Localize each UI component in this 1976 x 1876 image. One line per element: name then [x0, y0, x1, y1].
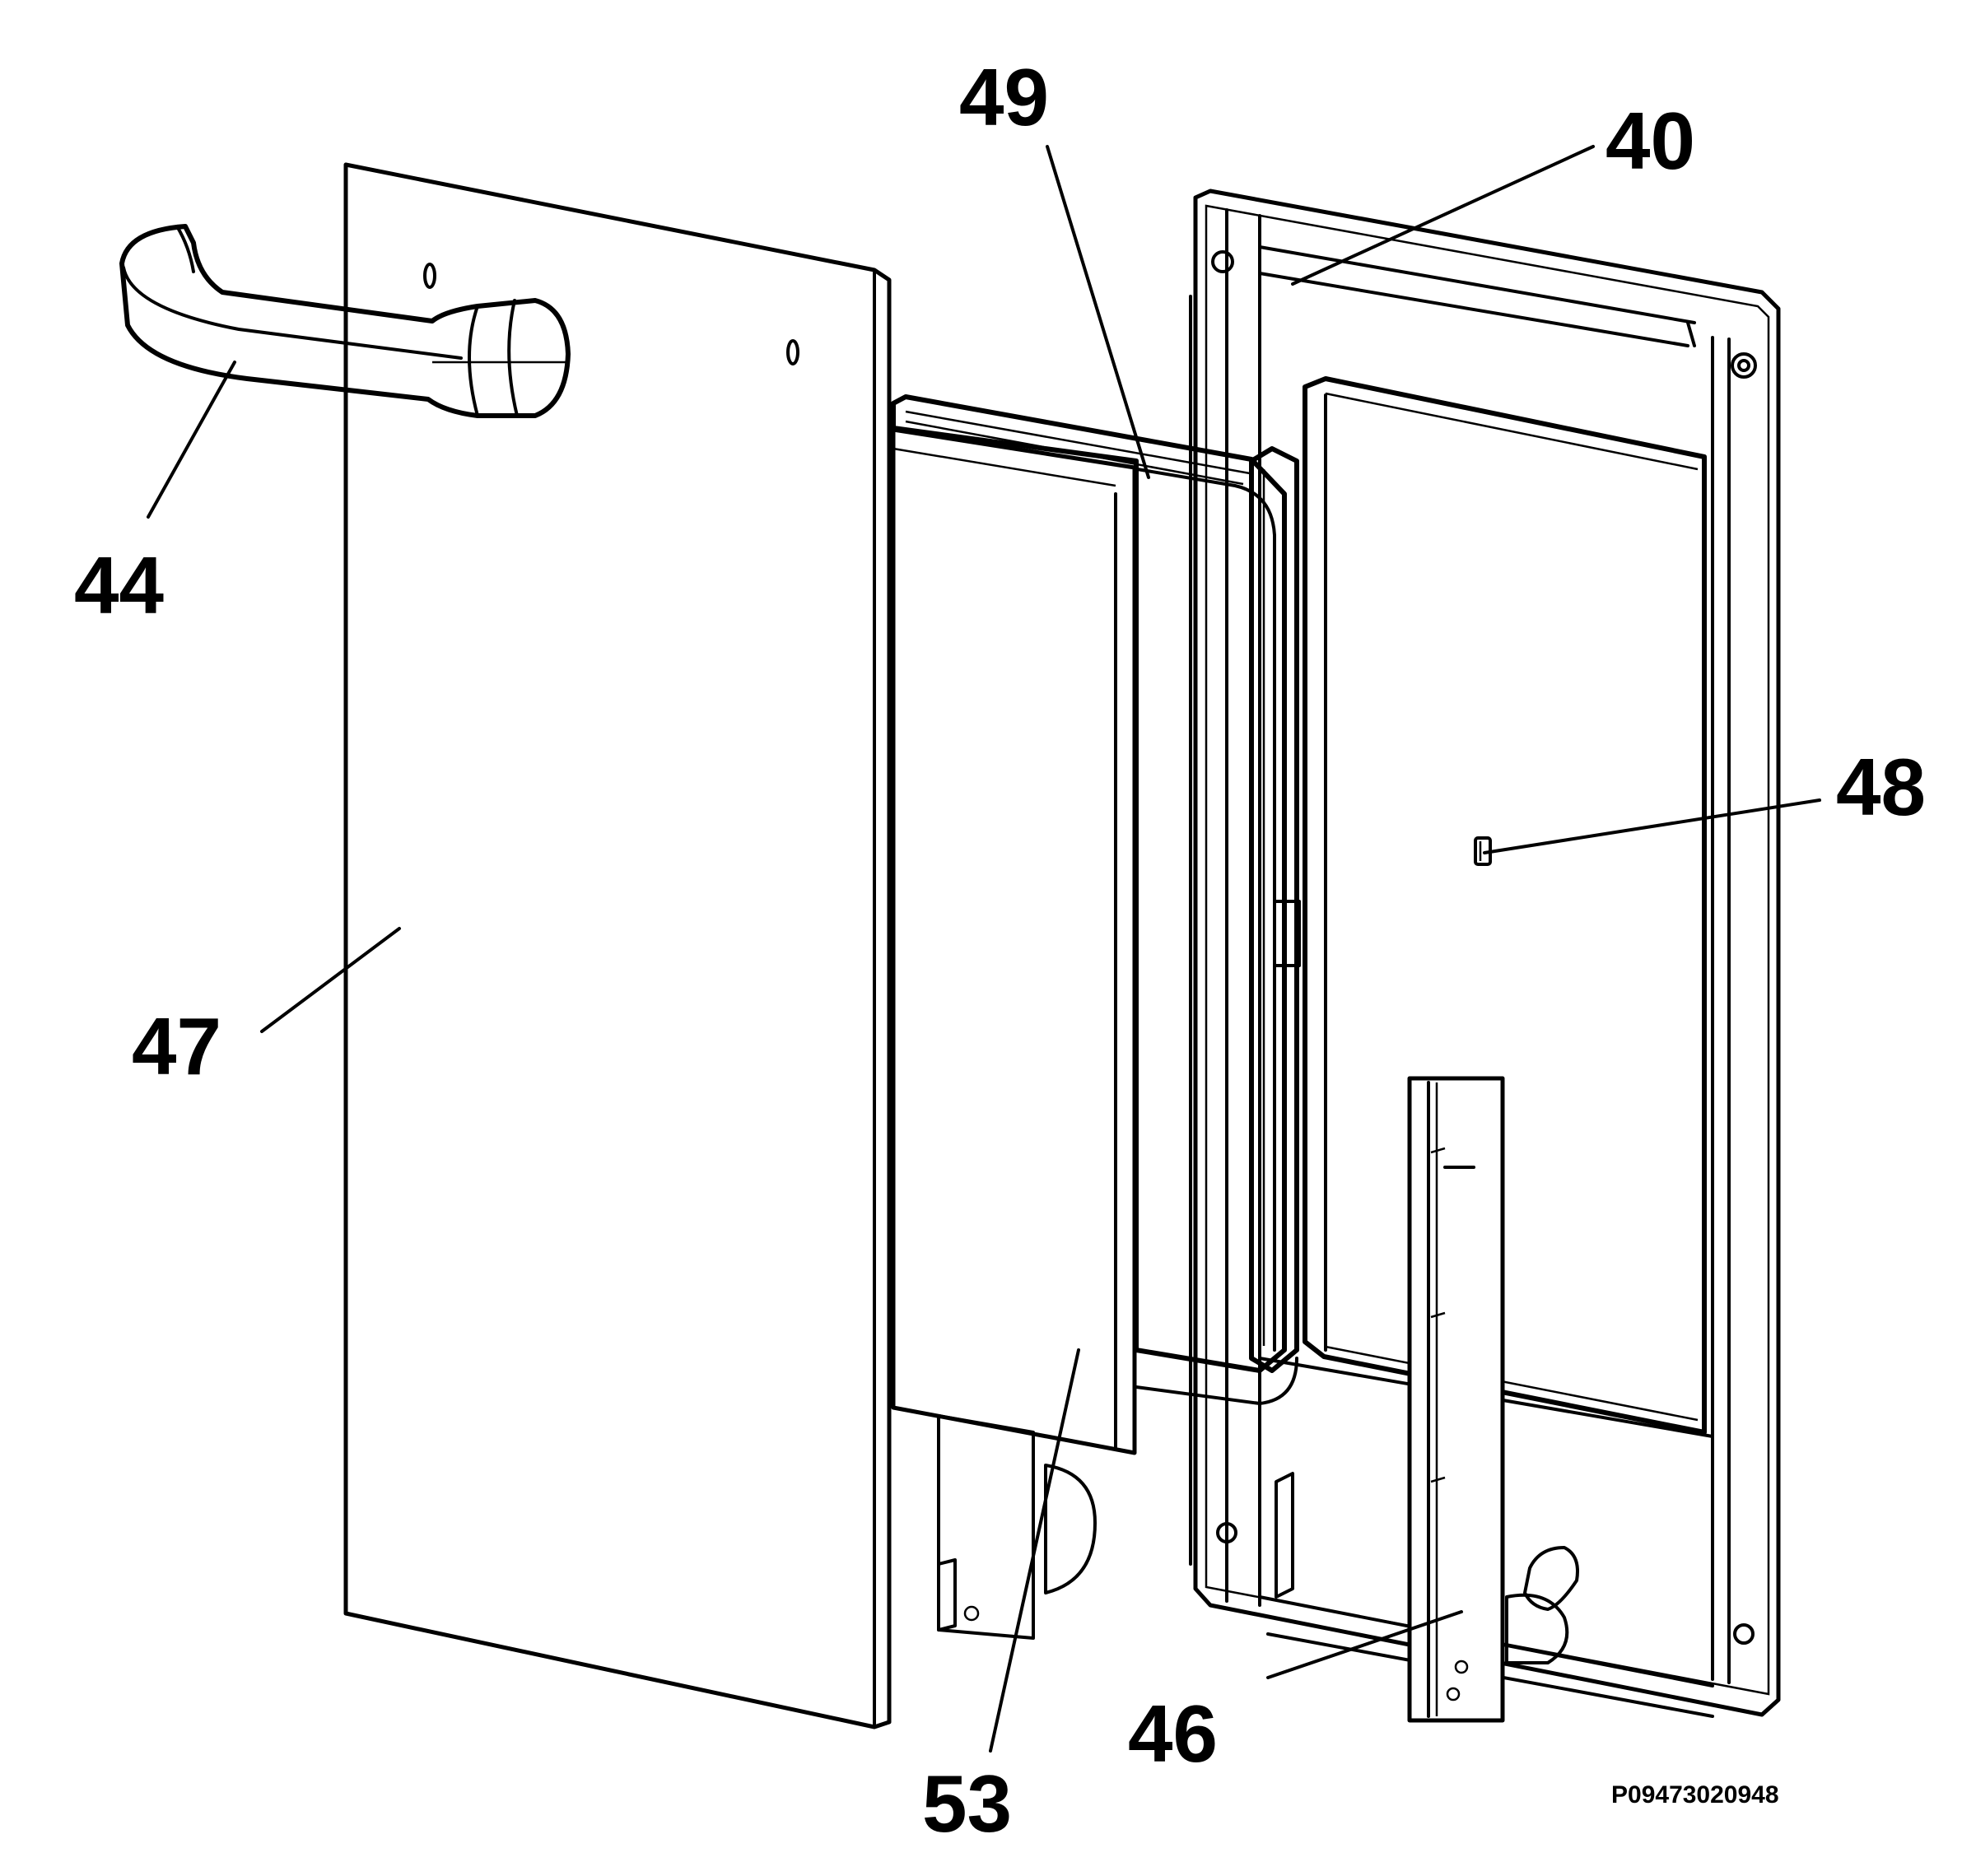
callout-48: 48: [1836, 742, 1926, 832]
inner-door-frame: [1189, 189, 1781, 1718]
leader-lines: [147, 145, 1821, 1753]
callout-46: 46: [1128, 1688, 1218, 1779]
callout-44: 44: [74, 540, 164, 631]
handle: [119, 224, 571, 418]
glass-pane: [891, 427, 1137, 1640]
hinge-bracket: [1407, 1076, 1579, 1723]
reference-code: P09473020948: [1611, 1781, 1779, 1809]
outer-door-panel: [343, 162, 892, 1729]
callout-53: 53: [922, 1758, 1012, 1849]
callout-40: 40: [1606, 95, 1695, 186]
callout-47: 47: [132, 1001, 221, 1092]
upper-seal-strip: [891, 394, 1298, 1405]
callout-49: 49: [959, 52, 1049, 142]
